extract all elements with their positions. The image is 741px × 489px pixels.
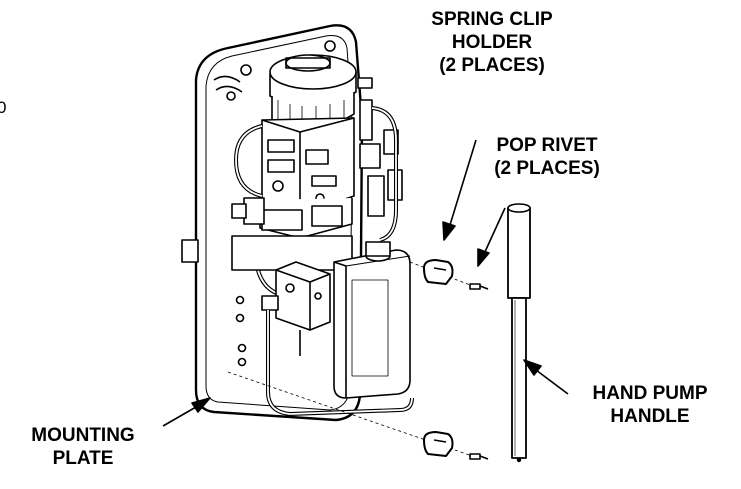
edge-fragment-text: 0 <box>0 98 7 117</box>
callout-line: PLATE <box>52 448 114 469</box>
hand-pump-handle-callout: HAND PUMP HANDLE <box>570 382 730 428</box>
callout-line: HAND PUMP <box>592 383 708 404</box>
valve-block <box>231 99 403 239</box>
callout-line: (2 PLACES) <box>494 158 600 179</box>
leader-lines <box>162 139 569 427</box>
spring-clip-holder-lower <box>423 431 454 457</box>
callout-line: HOLDER <box>451 32 533 53</box>
callout-line: MOUNTING <box>31 425 135 446</box>
mounting-plate-callout: MOUNTING PLATE <box>8 424 158 470</box>
callout-line: POP RIVET <box>496 135 598 156</box>
hand-pump-handle <box>507 203 531 463</box>
pop-rivet-upper <box>469 283 489 290</box>
manifold-block <box>261 261 414 416</box>
spring-clip-holder-upper <box>423 259 454 285</box>
pop-rivet-lower <box>469 453 489 460</box>
spring-clip-holder-callout: SPRING CLIP HOLDER (2 PLACES) <box>396 8 588 77</box>
pop-rivet-callout: POP RIVET (2 PLACES) <box>458 134 636 180</box>
callout-line: (2 PLACES) <box>439 55 545 76</box>
callout-line: SPRING CLIP <box>431 9 553 30</box>
callout-line: HANDLE <box>610 406 690 427</box>
